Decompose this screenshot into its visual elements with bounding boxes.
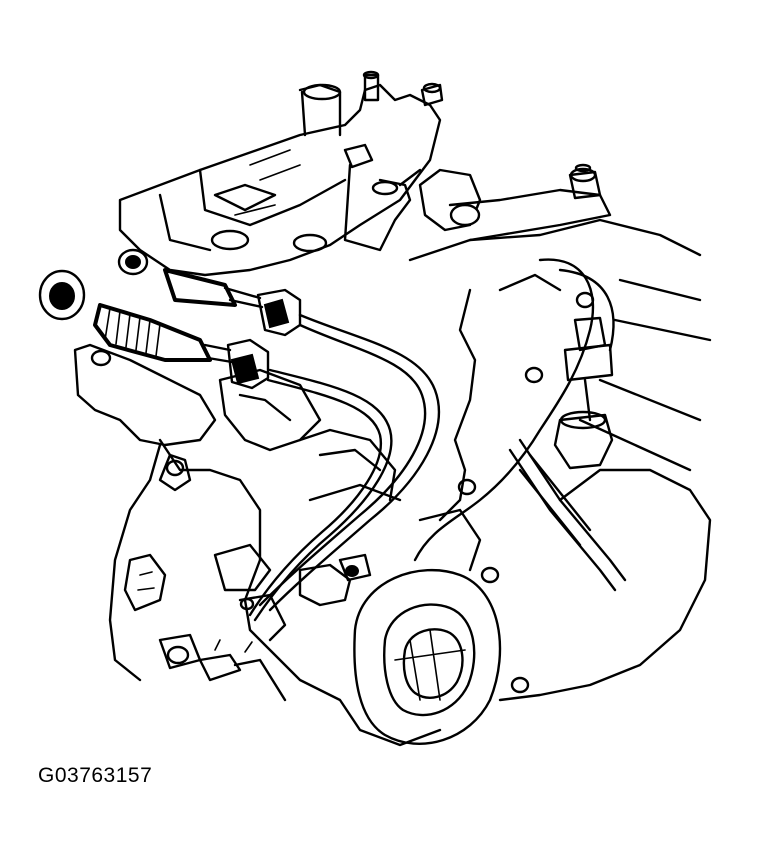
shift-tower-housing [118, 83, 442, 277]
input-shaft-bore [353, 568, 502, 745]
shift-lever-assembly [343, 143, 612, 252]
case-contours [298, 428, 482, 572]
figure-id-label: G03763157 [38, 764, 153, 787]
shift-cables [248, 313, 441, 622]
lower-case-detail [158, 553, 372, 702]
bell-housing [408, 218, 712, 702]
shift-cable-ends [38, 248, 302, 390]
mounting-stud [553, 316, 614, 470]
breather-fitting [362, 70, 444, 107]
transmission-case [73, 343, 442, 747]
linkage-rods [508, 438, 627, 592]
